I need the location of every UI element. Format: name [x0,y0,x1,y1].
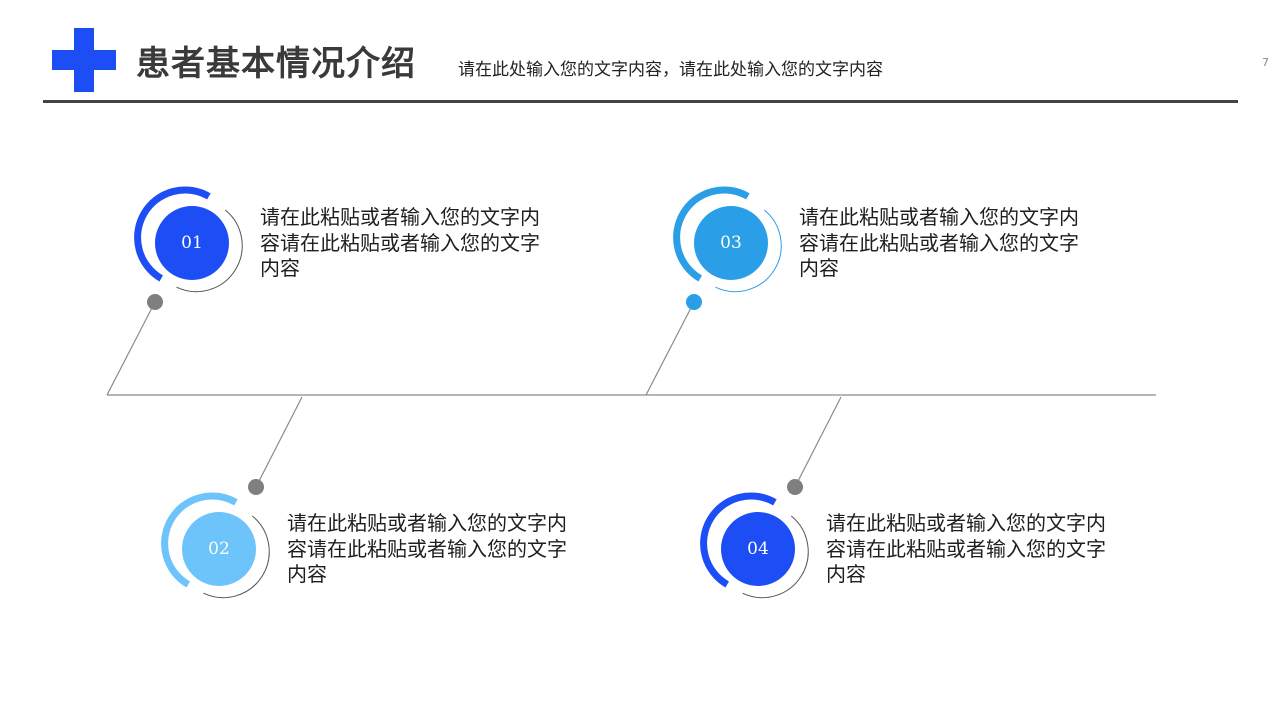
item-badge-02: 02 [182,512,256,586]
page-title: 患者基本情况介绍 [136,44,416,84]
item-badge-03: 03 [694,206,768,280]
ring-arc-03 [673,186,750,282]
header-divider [43,100,1238,103]
ring-arc-04 [700,492,777,588]
ring-arc-01 [134,186,211,282]
connector-03 [645,301,695,396]
timeline-dot-04 [787,479,803,495]
item-text-01: 请在此粘贴或者输入您的文字内容请在此粘贴或者输入您的文字内容 [260,205,540,280]
ring-thin-02 [203,515,270,599]
timeline-dot-03 [686,294,702,310]
page-number: 7 [1262,56,1269,69]
item-badge-04: 04 [721,512,795,586]
item-number: 01 [181,233,203,253]
item-number: 04 [747,539,769,559]
timeline-dot-02 [248,479,264,495]
connector-04 [794,396,842,488]
ring-arc-02 [161,492,238,588]
ring-thin-03 [715,209,782,293]
item-text-02: 请在此粘贴或者输入您的文字内容请在此粘贴或者输入您的文字内容 [287,511,567,586]
connector-01 [106,301,156,396]
page-subtitle: 请在此处输入您的文字内容，请在此处输入您的文字内容 [458,60,883,80]
ring-thin-04 [742,515,809,599]
medical-cross-icon [52,28,116,92]
item-number: 03 [720,233,742,253]
timeline-dot-01 [147,294,163,310]
item-number: 02 [208,539,230,559]
item-badge-01: 01 [155,206,229,280]
connector-02 [255,396,303,488]
item-text-04: 请在此粘贴或者输入您的文字内容请在此粘贴或者输入您的文字内容 [826,511,1106,586]
item-text-03: 请在此粘贴或者输入您的文字内容请在此粘贴或者输入您的文字内容 [799,205,1079,280]
ring-thin-01 [176,209,243,293]
